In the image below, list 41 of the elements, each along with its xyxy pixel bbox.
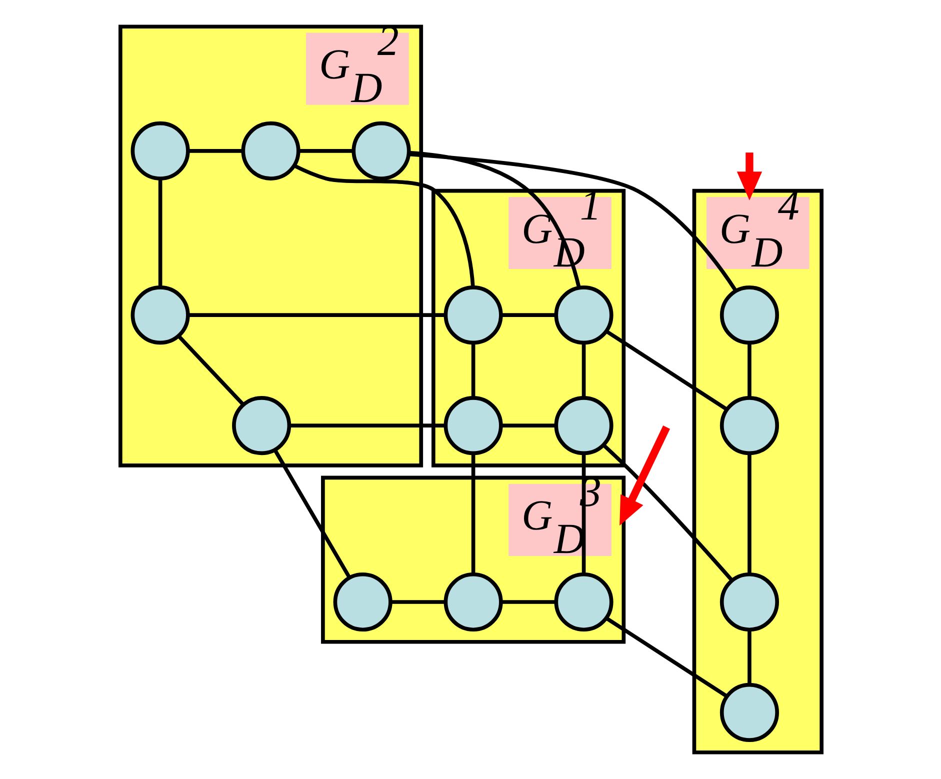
connector [747,453,751,574]
node-circle [443,572,502,632]
node-circle [554,396,613,456]
node-circle [443,286,502,345]
arrow [619,426,670,526]
connector [292,164,474,288]
node-circle [130,121,190,180]
connector [500,600,556,604]
connector [158,179,162,288]
node-circle [554,286,613,345]
connector [747,343,751,398]
connector [605,616,728,698]
connector [581,343,586,398]
connector [470,453,475,574]
node-circle [719,286,779,345]
connector [500,424,556,428]
node-circle [332,572,392,632]
connector [408,150,580,288]
arrow [736,152,762,200]
connector [187,149,242,153]
node-circle [719,396,779,456]
connector [500,313,556,317]
connector [408,152,737,292]
connector [390,600,445,604]
connector [605,330,728,411]
connector [176,335,244,406]
node-circle [554,572,613,632]
connector [298,149,353,153]
connector [288,424,445,428]
node-circle [351,121,410,180]
node-circle [232,396,291,456]
connector [602,444,734,582]
connector [188,313,445,317]
node-circle [240,121,300,180]
connector [747,630,751,685]
connector [273,450,351,578]
node-circle [443,396,502,456]
node-circle [719,682,779,742]
node-circle [130,286,190,345]
node-circle [719,572,779,632]
connector [470,343,475,398]
